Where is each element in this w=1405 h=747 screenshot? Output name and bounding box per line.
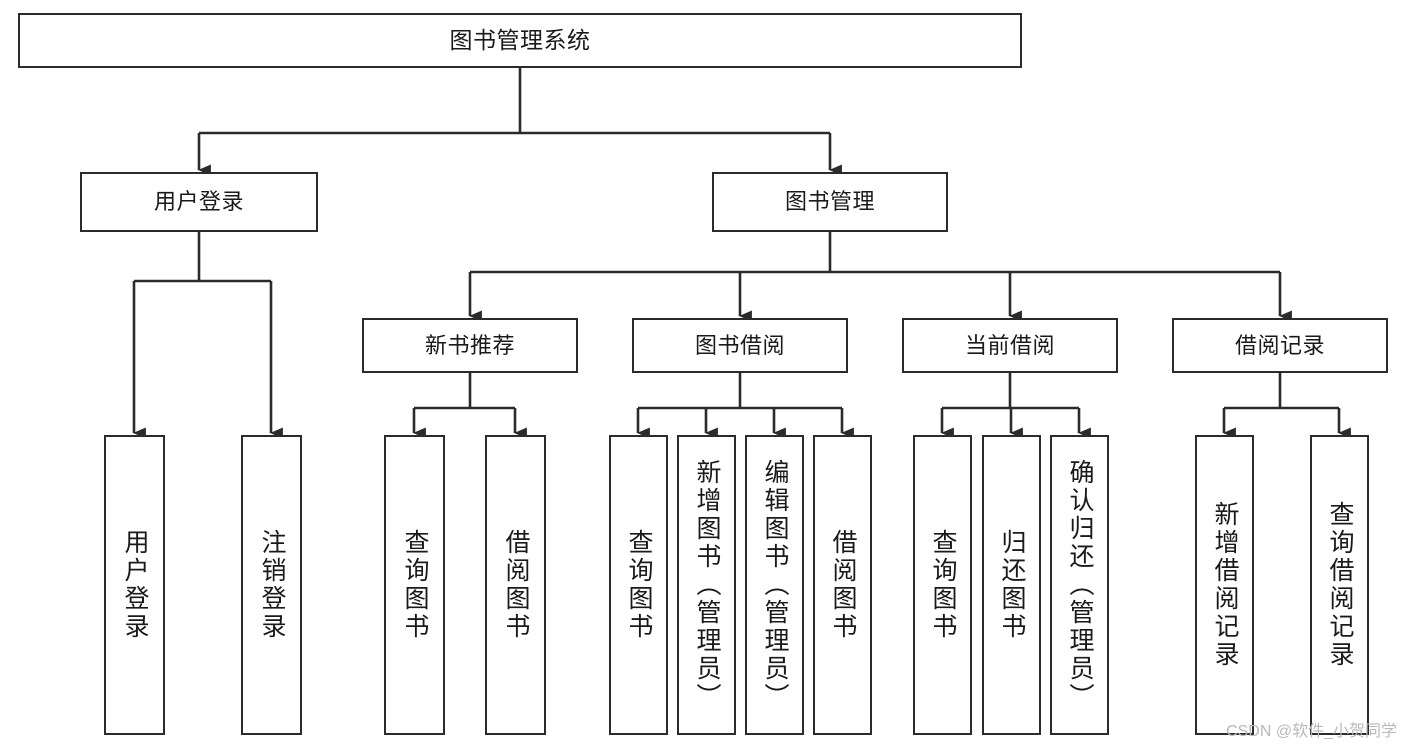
leaf-query-books-new[interactable]: 查询图书 xyxy=(384,435,445,735)
node-new-book-recommend[interactable]: 新书推荐 xyxy=(362,318,578,373)
node-label: 归还图书 xyxy=(998,529,1026,641)
leaf-return-books[interactable]: 归还图书 xyxy=(982,435,1041,735)
node-label: 用户登录 xyxy=(121,529,149,641)
leaf-add-borrow-record[interactable]: 新增借阅记录 xyxy=(1195,435,1254,735)
node-label: 图书管理系统 xyxy=(449,27,591,54)
leaf-edit-book-admin[interactable]: 编辑图书（管理员） xyxy=(745,435,804,735)
node-label: 注销登录 xyxy=(258,529,286,641)
node-label: 借阅记录 xyxy=(1234,332,1325,358)
leaf-borrow-books[interactable]: 借阅图书 xyxy=(813,435,872,735)
node-label: 查询图书 xyxy=(401,529,429,641)
node-label: 借阅图书 xyxy=(502,529,530,641)
leaf-confirm-return-admin[interactable]: 确认归还（管理员） xyxy=(1050,435,1109,735)
node-label: 借阅图书 xyxy=(829,529,857,641)
node-label: 查询图书 xyxy=(929,529,957,641)
leaf-query-borrow-record[interactable]: 查询借阅记录 xyxy=(1310,435,1369,735)
node-label: 新增图书（管理员） xyxy=(693,459,721,711)
node-book-borrow[interactable]: 图书借阅 xyxy=(632,318,848,373)
leaf-query-books-borrow[interactable]: 查询图书 xyxy=(609,435,668,735)
node-label: 用户登录 xyxy=(153,189,244,215)
leaf-borrow-books-new[interactable]: 借阅图书 xyxy=(485,435,546,735)
node-label: 图书借阅 xyxy=(694,332,785,358)
node-label: 查询借阅记录 xyxy=(1326,501,1354,669)
node-label: 查询图书 xyxy=(625,529,653,641)
leaf-user-login[interactable]: 用户登录 xyxy=(104,435,165,735)
csdn-watermark: CSDN @软件_小贺同学 xyxy=(1226,723,1397,740)
node-current-borrow[interactable]: 当前借阅 xyxy=(902,318,1118,373)
node-user-login[interactable]: 用户登录 xyxy=(80,172,318,232)
node-label: 确认归还（管理员） xyxy=(1066,459,1094,711)
leaf-add-book-admin[interactable]: 新增图书（管理员） xyxy=(677,435,736,735)
node-label: 图书管理 xyxy=(784,189,875,215)
leaf-query-books-current[interactable]: 查询图书 xyxy=(913,435,972,735)
leaf-logout[interactable]: 注销登录 xyxy=(241,435,302,735)
node-label: 新书推荐 xyxy=(424,332,515,358)
node-book-management[interactable]: 图书管理 xyxy=(712,172,948,232)
node-label: 编辑图书（管理员） xyxy=(761,459,789,711)
node-borrow-records[interactable]: 借阅记录 xyxy=(1172,318,1388,373)
node-label: 新增借阅记录 xyxy=(1211,501,1239,669)
node-label: 当前借阅 xyxy=(964,332,1055,358)
node-root-library-system[interactable]: 图书管理系统 xyxy=(18,13,1022,68)
